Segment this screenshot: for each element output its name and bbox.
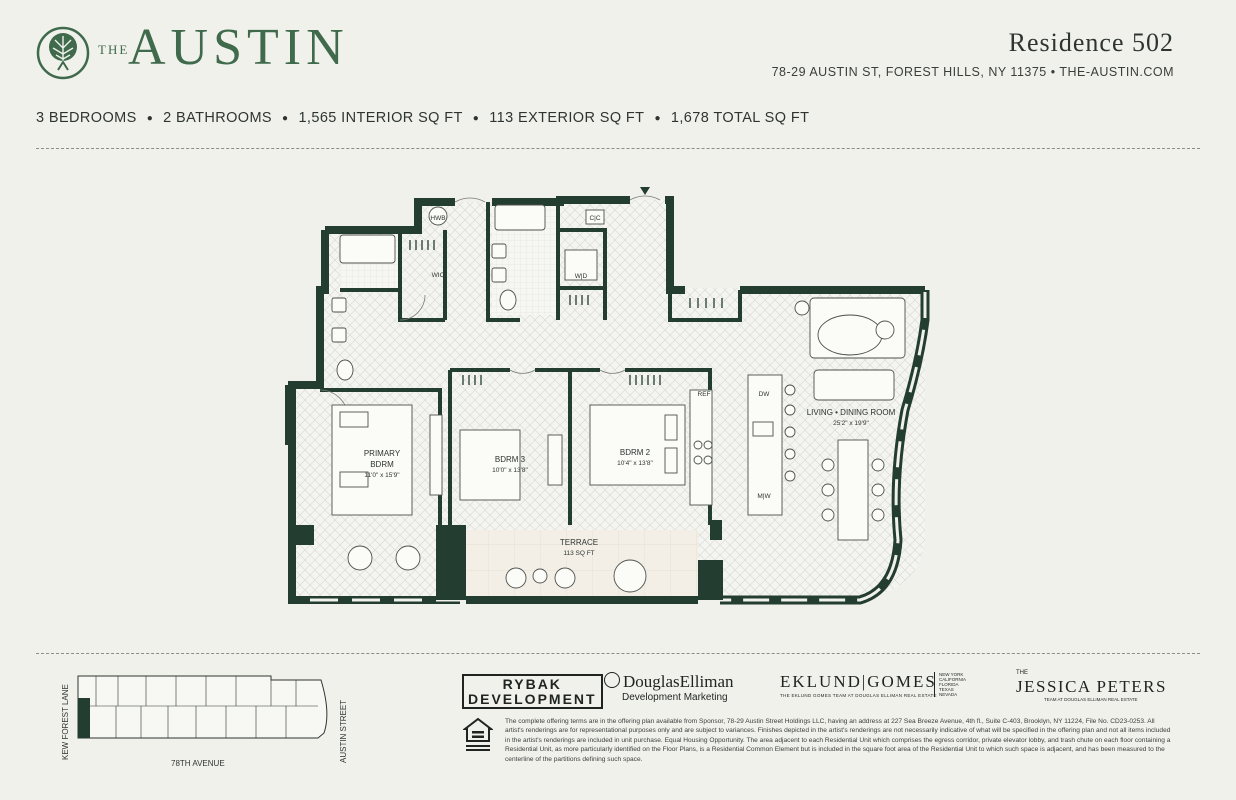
rybak-development-logo: RYBAK DEVELOPMENT [462, 674, 603, 710]
label-bdrm2: BDRM 2 [620, 448, 651, 457]
state-tx: TEXAS [939, 687, 954, 692]
label-bdrm2-dim: 10'4" x 13'8" [617, 460, 653, 467]
stat-exterior: 113 EXTERIOR SQ FT [489, 110, 645, 126]
label-dw: DW [759, 391, 771, 398]
label-ref: REF [698, 391, 711, 398]
rybak-line-1: RYBAK [502, 676, 562, 692]
elliman-name: DouglasElliman [623, 672, 734, 691]
label-bdrm3: BDRM 3 [495, 455, 526, 464]
jessica-peters-prefix: THE [1016, 670, 1028, 676]
street-78th: 78TH AVENUE [171, 759, 225, 768]
bullet-icon: ● [472, 112, 480, 124]
label-living: LIVING • DINING ROOM [807, 408, 896, 417]
street-kew-forest: KEW FOREST LANE [61, 684, 70, 760]
stat-total: 1,678 TOTAL SQ FT [670, 110, 810, 126]
douglas-elliman-logo: DouglasElliman [604, 672, 733, 692]
bullet-icon: ● [146, 112, 154, 124]
rybak-line-2: DEVELOPMENT [468, 690, 597, 707]
address-line: 78-29 AUSTIN ST, FOREST HILLS, NY 11375 … [771, 65, 1174, 79]
state-ca: CALIFORNIA [939, 677, 967, 682]
jessica-peters-subtitle: TEAM AT DOUGLAS ELLIMAN REAL ESTATE [1044, 697, 1138, 702]
divider-top [36, 148, 1200, 149]
floor-plan: HWB C|C W|D WIC REF DW M|W PRIMARY BDRM … [285, 187, 930, 605]
elliman-subtitle: Development Marketing [622, 692, 728, 703]
eklund-states: NEW YORK CALIFORNIA FLORIDA TEXAS NEVADA [934, 672, 966, 697]
bullet-icon: ● [282, 112, 289, 124]
building-key-plan: KEW FOREST LANE AUSTIN STREET 78TH AVENU… [61, 675, 348, 768]
tree-logo-icon [36, 26, 90, 80]
label-terrace-dim: 113 SQ FT [563, 550, 594, 557]
divider-bottom [36, 653, 1200, 654]
label-bdrm3-dim: 10'0" x 13'8" [492, 467, 528, 474]
state-fl: FLORIDA [939, 682, 959, 687]
label-cc: C|C [589, 215, 600, 222]
stat-bathrooms: 2 BATHROOMS [163, 110, 273, 126]
eklund-gomes-logo: EKLUND|GOMES [780, 672, 937, 691]
label-primary-1: PRIMARY [364, 449, 401, 458]
brand-prefix: THE [98, 42, 130, 57]
eklund-gomes-subtitle: THE EKLUND GOMES TEAM AT DOUGLAS ELLIMAN… [780, 693, 937, 698]
street-austin: AUSTIN STREET [339, 700, 348, 763]
brand-name: AUSTIN [128, 19, 349, 76]
label-terrace: TERRACE [560, 538, 598, 547]
unit-stats: 3 BEDROOMS ● 2 BATHROOMS ● 1,565 INTERIOR … [36, 110, 809, 126]
jessica-peters-logo: JESSICA PETERS [1016, 677, 1167, 696]
label-mw: M|W [757, 493, 771, 500]
label-primary-dim: 11'0" x 15'9" [364, 472, 400, 479]
legal-disclaimer: The complete offering terms are in the o… [505, 718, 1171, 763]
label-living-dim: 25'2" x 19'9" [833, 420, 869, 427]
residence-title: Residence 502 [1008, 28, 1174, 57]
state-ny: NEW YORK [939, 672, 964, 677]
equal-housing-icon [463, 717, 493, 751]
stat-bedrooms: 3 BEDROOMS [36, 110, 137, 126]
bullet-icon: ● [654, 112, 661, 124]
elliman-mark-icon [604, 672, 620, 688]
state-nv: NEVADA [939, 692, 958, 697]
label-primary-2: BDRM [370, 460, 394, 469]
stat-interior: 1,565 INTERIOR SQ FT [298, 110, 463, 126]
label-wd: W|D [575, 273, 588, 280]
label-hwb: HWB [430, 215, 445, 222]
label-wic: WIC [432, 272, 445, 279]
